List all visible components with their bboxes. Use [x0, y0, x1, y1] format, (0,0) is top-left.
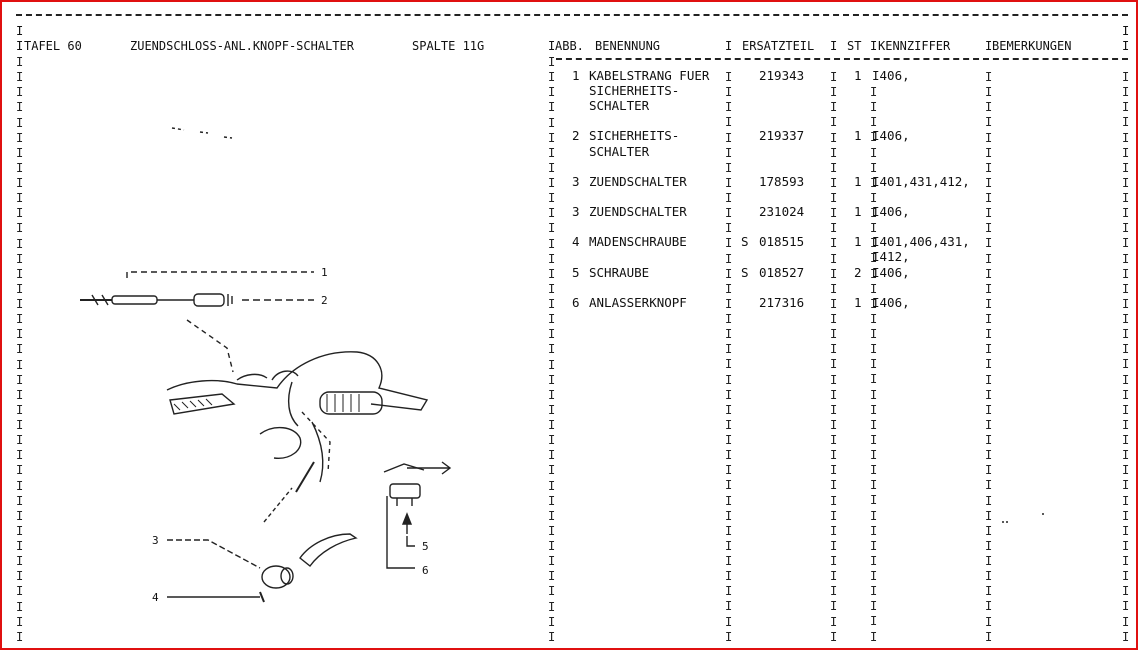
part-quantity: 2 — [854, 264, 862, 280]
col-sep-abb: I — [548, 39, 556, 53]
part-name: KABELSTRANG FUER — [589, 68, 710, 83]
col-header-st: ST — [847, 39, 862, 53]
callout-5-leader — [406, 536, 415, 547]
callout-2: 2 — [321, 294, 328, 307]
part-kennziffer: I401,406,431, — [872, 234, 970, 250]
part-kennziffer: I406, — [872, 294, 910, 310]
part-number: 231024 — [759, 204, 805, 220]
part-quantity: 1 — [854, 294, 862, 310]
col-header-abb: ABB. — [555, 39, 584, 53]
part-kennziffer: I401,431,412, — [872, 173, 970, 189]
col-sep-ersatzteil: I — [725, 39, 733, 53]
callout-3: 3 — [152, 534, 159, 547]
bemerkungen-column-separator: I I I I I I I I I I I I I I I I I I I I … — [985, 70, 993, 644]
part-name: SCHALTER — [589, 143, 650, 159]
part-quantity: 1 — [854, 234, 862, 250]
ersatzteil-column-separator: I I I I I I I I I I I I I I I I I I I I … — [725, 70, 733, 644]
part-abb: 4 — [572, 234, 580, 250]
part-number: 018527 — [759, 264, 805, 280]
col-sep-kennziffer: I — [870, 39, 878, 53]
left-margin-column: I I I I I I I I I I I I I I I I I I I I … — [16, 55, 24, 644]
part-abb: 5 — [572, 264, 580, 280]
part-number-prefix: S — [741, 234, 749, 250]
callout-3-leader — [167, 539, 261, 569]
col-header-ersatzteil: ERSATZTEIL — [742, 39, 815, 53]
callout-6: 6 — [422, 564, 429, 577]
part-quantity: 1 — [854, 173, 862, 189]
plate-title: ZUENDSCHLOSS-ANL.KNOPF-SCHALTER — [130, 39, 354, 53]
abb-column-separator: I I I I I I I I I I I I I I I I I I I I … — [548, 55, 556, 644]
part-abb: 3 — [572, 173, 580, 189]
header-bar-mark-right: I — [1122, 24, 1130, 38]
part-abb: 3 — [572, 204, 580, 220]
header-bar-mark-left: I — [16, 39, 24, 53]
col-sep-st: I — [830, 39, 838, 53]
col-header-kennziffer: KENNZIFFER — [878, 39, 951, 53]
part-kennziffer: I412, — [872, 249, 910, 265]
col-sep-bemerkungen: I — [985, 39, 993, 53]
part-abb: 6 — [572, 294, 580, 310]
part-number-prefix: S — [741, 264, 749, 280]
callout-1: 1 — [321, 266, 328, 279]
part-name: SCHRAUBE — [589, 264, 650, 280]
part-name: ZUENDSCHALTER — [589, 204, 687, 220]
part-abb: 1 — [572, 68, 580, 83]
st-column-separator: I I I I I I I I I I I I I I I I I I I I … — [830, 70, 838, 644]
callout-5: 5 — [422, 540, 429, 553]
part-quantity: 1 — [854, 68, 862, 83]
part-number: 219337 — [759, 128, 805, 144]
part-name: SICHERHEITS- — [589, 128, 680, 144]
column-reference: SPALTE 11G — [412, 39, 485, 53]
part-name: SCHALTER — [589, 98, 650, 114]
part-number: 178593 — [759, 173, 805, 189]
right-margin-column: I I I I I I I I I I I I I I I I I I I I … — [1122, 70, 1130, 644]
col-header-benennung: BENENNUNG — [595, 39, 661, 53]
part-kennziffer: I406, — [872, 68, 910, 83]
part-kennziffer: I406, — [872, 128, 910, 144]
part-number: 219343 — [759, 68, 805, 83]
part-kennziffer: I406, — [872, 204, 910, 220]
header-bar-mark: I — [16, 24, 24, 38]
callout-1-leader — [126, 271, 314, 278]
part-number: 018515 — [759, 234, 805, 250]
callout-6-leader — [386, 496, 415, 569]
header-rule — [556, 58, 1128, 60]
plate-number: TAFEL 60 — [24, 39, 82, 53]
kennziffer-column-separator: I I I I I I I I I I I I I I I I I I I I … — [870, 85, 878, 644]
part-kennziffer: I406, — [872, 264, 910, 280]
top-rule — [16, 14, 1128, 16]
callout-4: 4 — [152, 591, 159, 604]
part-name: SICHERHEITS- — [589, 83, 680, 99]
part-abb: 2 — [572, 128, 580, 144]
part-number: 217316 — [759, 294, 805, 310]
part-name: ANLASSERKNOPF — [589, 294, 687, 310]
part-quantity: 1 — [854, 204, 862, 220]
part-name: MADENSCHRAUBE — [589, 234, 687, 250]
header-bar-mark-right-2: I — [1122, 39, 1130, 53]
part-name: ZUENDSCHALTER — [589, 173, 687, 189]
part-quantity: 1 — [854, 128, 862, 144]
col-header-bemerkungen: BEMERKUNGEN — [992, 39, 1072, 53]
